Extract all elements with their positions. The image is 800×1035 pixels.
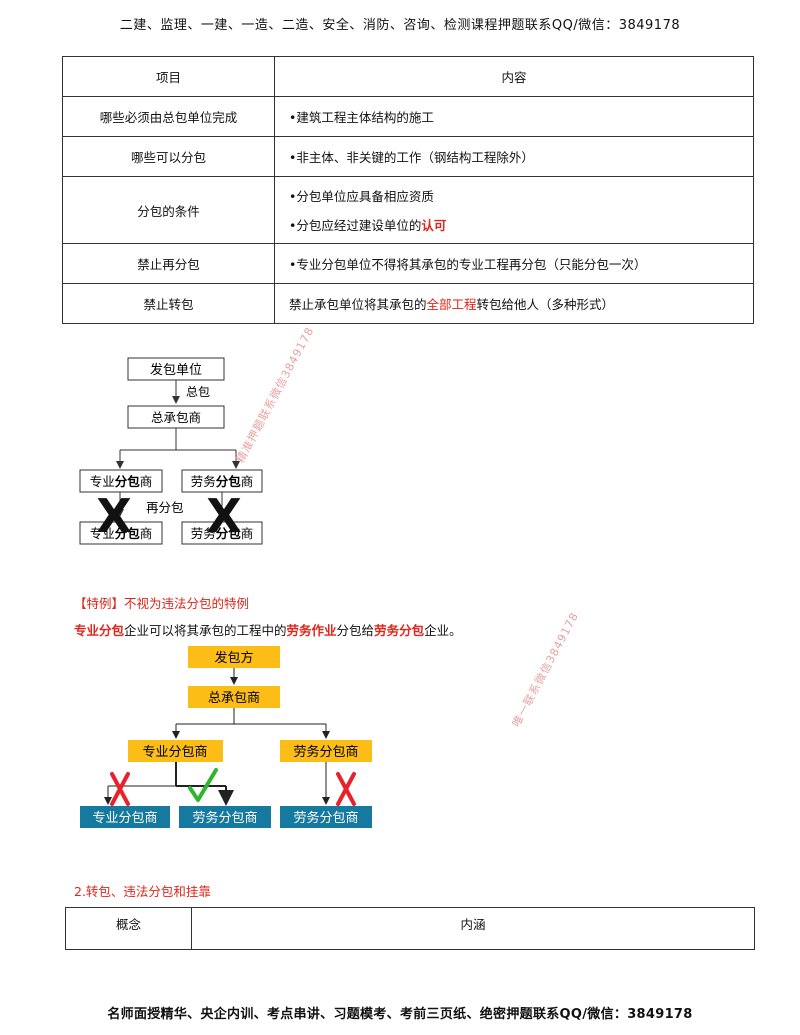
emphasis: 专业分包 xyxy=(74,623,125,638)
subcontract-diagram: 发包单位 总包 总承包商 专业分包商 劳务分包商 再分包 专业分包商 劳务分包商… xyxy=(79,357,263,545)
gc-box xyxy=(188,686,280,708)
table-row: 哪些可以分包 •非主体、非关键的工作（钢结构工程除外） xyxy=(62,136,754,177)
text: 分包给 xyxy=(336,623,375,638)
labor-sub-box-2 xyxy=(179,806,271,828)
employer-label: 发包单位 xyxy=(150,362,202,378)
table-row: 哪些必须由总包单位完成 •建筑工程主体结构的施工 xyxy=(62,96,754,137)
specialty-sub-box-2 xyxy=(80,806,170,828)
row-content: •专业分包单位不得将其承包的专业工程再分包（只能分包一次） xyxy=(274,243,754,284)
specialty-sub-label: 专业分包商 xyxy=(142,745,207,760)
labor-sub-box-3 xyxy=(280,806,372,828)
row-item: 哪些可以分包 xyxy=(62,136,275,177)
watermark: 唯一联系微信3849178 xyxy=(509,609,582,730)
labor-sub-box-2 xyxy=(181,521,263,545)
content-text: •分包应经过建设单位的 xyxy=(289,218,422,233)
text: 企业可以将其承包的工程中的 xyxy=(124,623,287,638)
red-cross-icon xyxy=(336,772,356,806)
content-text: 转包给他人（多种形式） xyxy=(476,297,615,312)
concept-table: 概念 内涵 xyxy=(65,907,755,950)
row-content: 禁止承包单位将其承包的全部工程转包给他人（多种形式） xyxy=(274,283,754,324)
table-row: 禁止转包 禁止承包单位将其承包的全部工程转包给他人（多种形式） xyxy=(62,283,754,324)
highlight-text: 全部工程 xyxy=(426,297,477,312)
specialty-sub-label-2: 专业分包商 xyxy=(92,811,157,826)
table-row: 分包的条件 •分包单位应具备相应资质 •分包应经过建设单位的认可 xyxy=(62,176,754,244)
row-item: 禁止再分包 xyxy=(62,243,275,284)
row-item: 禁止转包 xyxy=(62,283,275,324)
header-item: 项目 xyxy=(62,56,275,97)
special-case-tag: 【特例】 xyxy=(74,596,125,611)
header-concept: 概念 xyxy=(65,907,192,950)
header-meaning: 内涵 xyxy=(191,907,755,950)
gc-label: 总承包商 xyxy=(208,691,260,706)
employer-label: 发包方 xyxy=(214,650,253,666)
labor-sub-label-2: 劳务分包商 xyxy=(192,810,257,826)
table-header-row: 概念 内涵 xyxy=(65,907,755,950)
cross-icon: X xyxy=(96,489,131,543)
row-content: •非主体、非关键的工作（钢结构工程除外） xyxy=(274,136,754,177)
gc-label: 总承包商 xyxy=(151,410,201,425)
edge-label: 总包 xyxy=(186,385,210,399)
header-content: 内容 xyxy=(274,56,754,97)
specialty-sub-box xyxy=(128,740,223,762)
highlight-text: 认可 xyxy=(421,218,447,233)
table-header-row: 项目 内容 xyxy=(62,56,754,97)
row-item: 分包的条件 xyxy=(62,176,275,244)
subcontract-table: 项目 内容 哪些必须由总包单位完成 •建筑工程主体结构的施工 哪些可以分包 •非… xyxy=(62,56,754,324)
specialty-sub-label-2: 专业分包商 xyxy=(90,526,153,541)
special-case-diagram: 发包方 总承包商 专业分包商 劳务分包商 专业分包商 劳务分包商 劳务分包商 xyxy=(80,646,372,828)
page-footer: 名师面授精华、央企内训、考点串讲、习题模考、考前三页纸、绝密押题联系QQ/微信：… xyxy=(107,1007,693,1022)
cross-icon: X xyxy=(206,489,241,543)
specialty-sub-box-2 xyxy=(79,521,163,545)
red-cross-icon xyxy=(110,772,130,806)
emphasis: 劳务分包 xyxy=(374,623,425,638)
special-case-title: 【特例】不视为违法分包的特例 xyxy=(74,593,249,612)
labor-sub-label-2: 劳务分包商 xyxy=(191,526,254,541)
special-case-sentence: 专业分包企业可以将其承包的工程中的劳务作业分包给劳务分包企业。 xyxy=(74,620,462,639)
row-content: •建筑工程主体结构的施工 xyxy=(274,96,754,137)
section-heading: 2.转包、违法分包和挂靠 xyxy=(74,884,211,899)
emphasis: 劳务作业 xyxy=(286,623,337,638)
labor-sub-label-3: 劳务分包商 xyxy=(293,810,358,826)
special-case-text: 不视为违法分包的特例 xyxy=(124,596,250,611)
labor-sub-box xyxy=(280,740,372,762)
resub-label: 再分包 xyxy=(146,500,184,515)
employer-box xyxy=(188,646,280,668)
content-text: 禁止承包单位将其承包的 xyxy=(289,297,427,312)
content-line: •分包应经过建设单位的认可 xyxy=(289,215,739,234)
row-content: •分包单位应具备相应资质 •分包应经过建设单位的认可 xyxy=(274,176,754,244)
content-line: •分包单位应具备相应资质 xyxy=(289,189,434,204)
page-header: 二建、监理、一建、一造、二造、安全、消防、咨询、检测课程押题联系QQ/微信：38… xyxy=(119,18,681,33)
green-check-icon xyxy=(188,768,218,802)
row-item: 哪些必须由总包单位完成 xyxy=(62,96,275,137)
labor-sub-label: 劳务分包商 xyxy=(191,474,254,489)
specialty-sub-label: 专业分包商 xyxy=(90,474,153,489)
table-row: 禁止再分包 •专业分包单位不得将其承包的专业工程再分包（只能分包一次） xyxy=(62,243,754,284)
text: 企业。 xyxy=(424,623,462,638)
labor-sub-label: 劳务分包商 xyxy=(293,744,358,760)
specialty-sub-box xyxy=(79,469,163,493)
